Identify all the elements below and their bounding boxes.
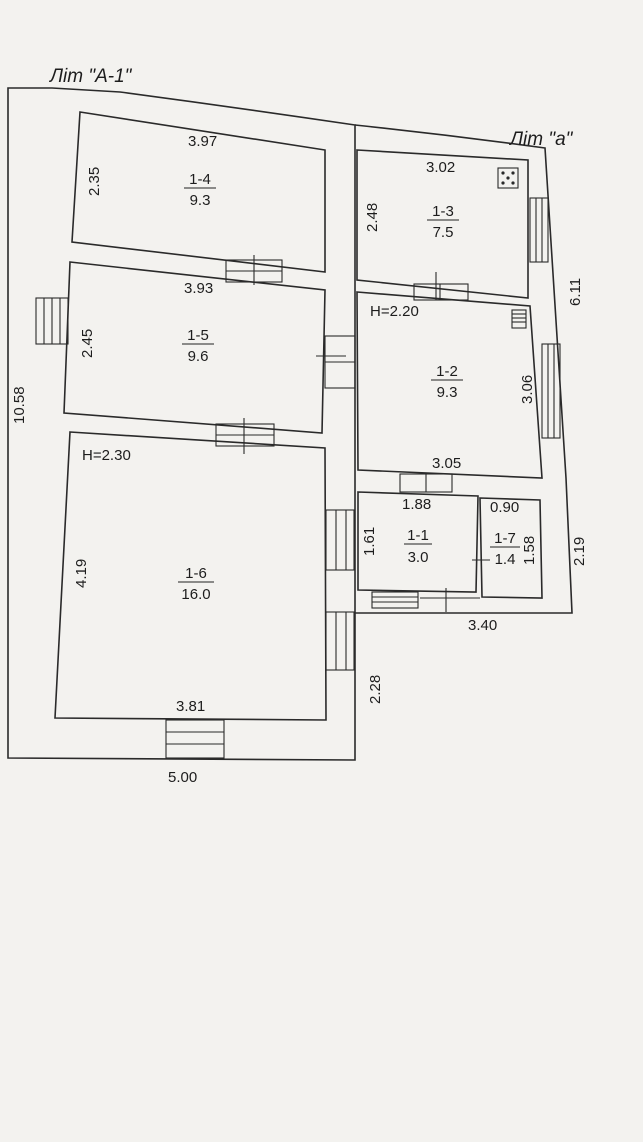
dim-r11-height: 1.61 — [361, 527, 378, 556]
svg-text:1-2: 1-2 — [436, 363, 458, 380]
stove-icon — [497, 167, 519, 189]
dim-r17-width: 0.90 — [490, 499, 519, 516]
dimension-ticks — [243, 255, 490, 612]
dim-lower-total-width: 3.40 — [468, 617, 497, 634]
main-building-title: Літ "А-1" — [48, 66, 133, 87]
dim-r11-width: 1.88 — [402, 496, 431, 513]
dim-r12-width: 3.05 — [432, 455, 461, 472]
svg-text:1-4: 1-4 — [189, 171, 211, 188]
svg-text:9.3: 9.3 — [437, 384, 458, 401]
room-label-1-3: 1-3 7.5 — [427, 203, 459, 241]
svg-text:1-7: 1-7 — [494, 530, 516, 547]
svg-text:1-5: 1-5 — [187, 327, 209, 344]
main-height-label: H=2.30 — [82, 447, 131, 464]
room-1-5 — [63, 261, 326, 434]
dim-annex-total: 6.11 — [567, 278, 584, 306]
dim-r17-height: 1.58 — [521, 536, 538, 565]
dim-r13-width: 3.02 — [426, 159, 455, 176]
svg-text:9.6: 9.6 — [188, 348, 209, 365]
annex-title: Літ "а" — [508, 129, 574, 150]
dim-outer-height: 10.58 — [11, 386, 28, 424]
room-1-2 — [356, 291, 543, 479]
svg-text:1-3: 1-3 — [432, 203, 454, 220]
dim-r14-height: 2.35 — [86, 167, 103, 196]
room-1-7 — [479, 497, 543, 599]
annex-height-label: H=2.20 — [370, 303, 419, 320]
dim-r15-width: 3.93 — [184, 280, 213, 297]
dim-r15-height: 2.45 — [79, 329, 96, 358]
dim-r12-height: 3.06 — [519, 375, 536, 404]
room-label-1-5: 1-5 9.6 — [182, 327, 214, 365]
room-1-1 — [357, 491, 479, 593]
radiator-icon — [511, 309, 527, 329]
room-1-6 — [54, 431, 327, 721]
svg-text:9.3: 9.3 — [190, 192, 211, 209]
room-label-1-6: 1-6 16.0 — [178, 565, 214, 603]
room-label-1-7: 1-7 1.4 — [490, 530, 520, 568]
dim-r16-height: 4.19 — [73, 559, 90, 588]
svg-text:16.0: 16.0 — [181, 586, 210, 603]
room-1-3 — [356, 149, 529, 299]
room-label-1-1: 1-1 3.0 — [404, 527, 432, 566]
svg-text:1-6: 1-6 — [185, 565, 207, 582]
room-label-1-2: 1-2 9.3 — [431, 363, 463, 401]
dim-right-wing-height: 2.28 — [367, 675, 384, 704]
svg-text:1.4: 1.4 — [495, 551, 516, 568]
svg-text:1-1: 1-1 — [407, 527, 429, 544]
svg-text:7.5: 7.5 — [433, 224, 454, 241]
annex-outline — [354, 124, 573, 614]
room-1-4 — [71, 111, 326, 273]
main-building-outline — [7, 87, 356, 761]
stove-dots-icon — [501, 171, 515, 185]
dim-outer-width: 5.00 — [168, 769, 197, 786]
dim-r16-width: 3.81 — [176, 698, 205, 715]
dim-r13-height: 2.48 — [364, 203, 381, 232]
dim-r14-width: 3.97 — [188, 133, 217, 150]
svg-text:3.0: 3.0 — [408, 549, 429, 566]
room-label-1-4: 1-4 9.3 — [184, 171, 216, 209]
dim-lower-total-height: 2.19 — [571, 537, 588, 566]
